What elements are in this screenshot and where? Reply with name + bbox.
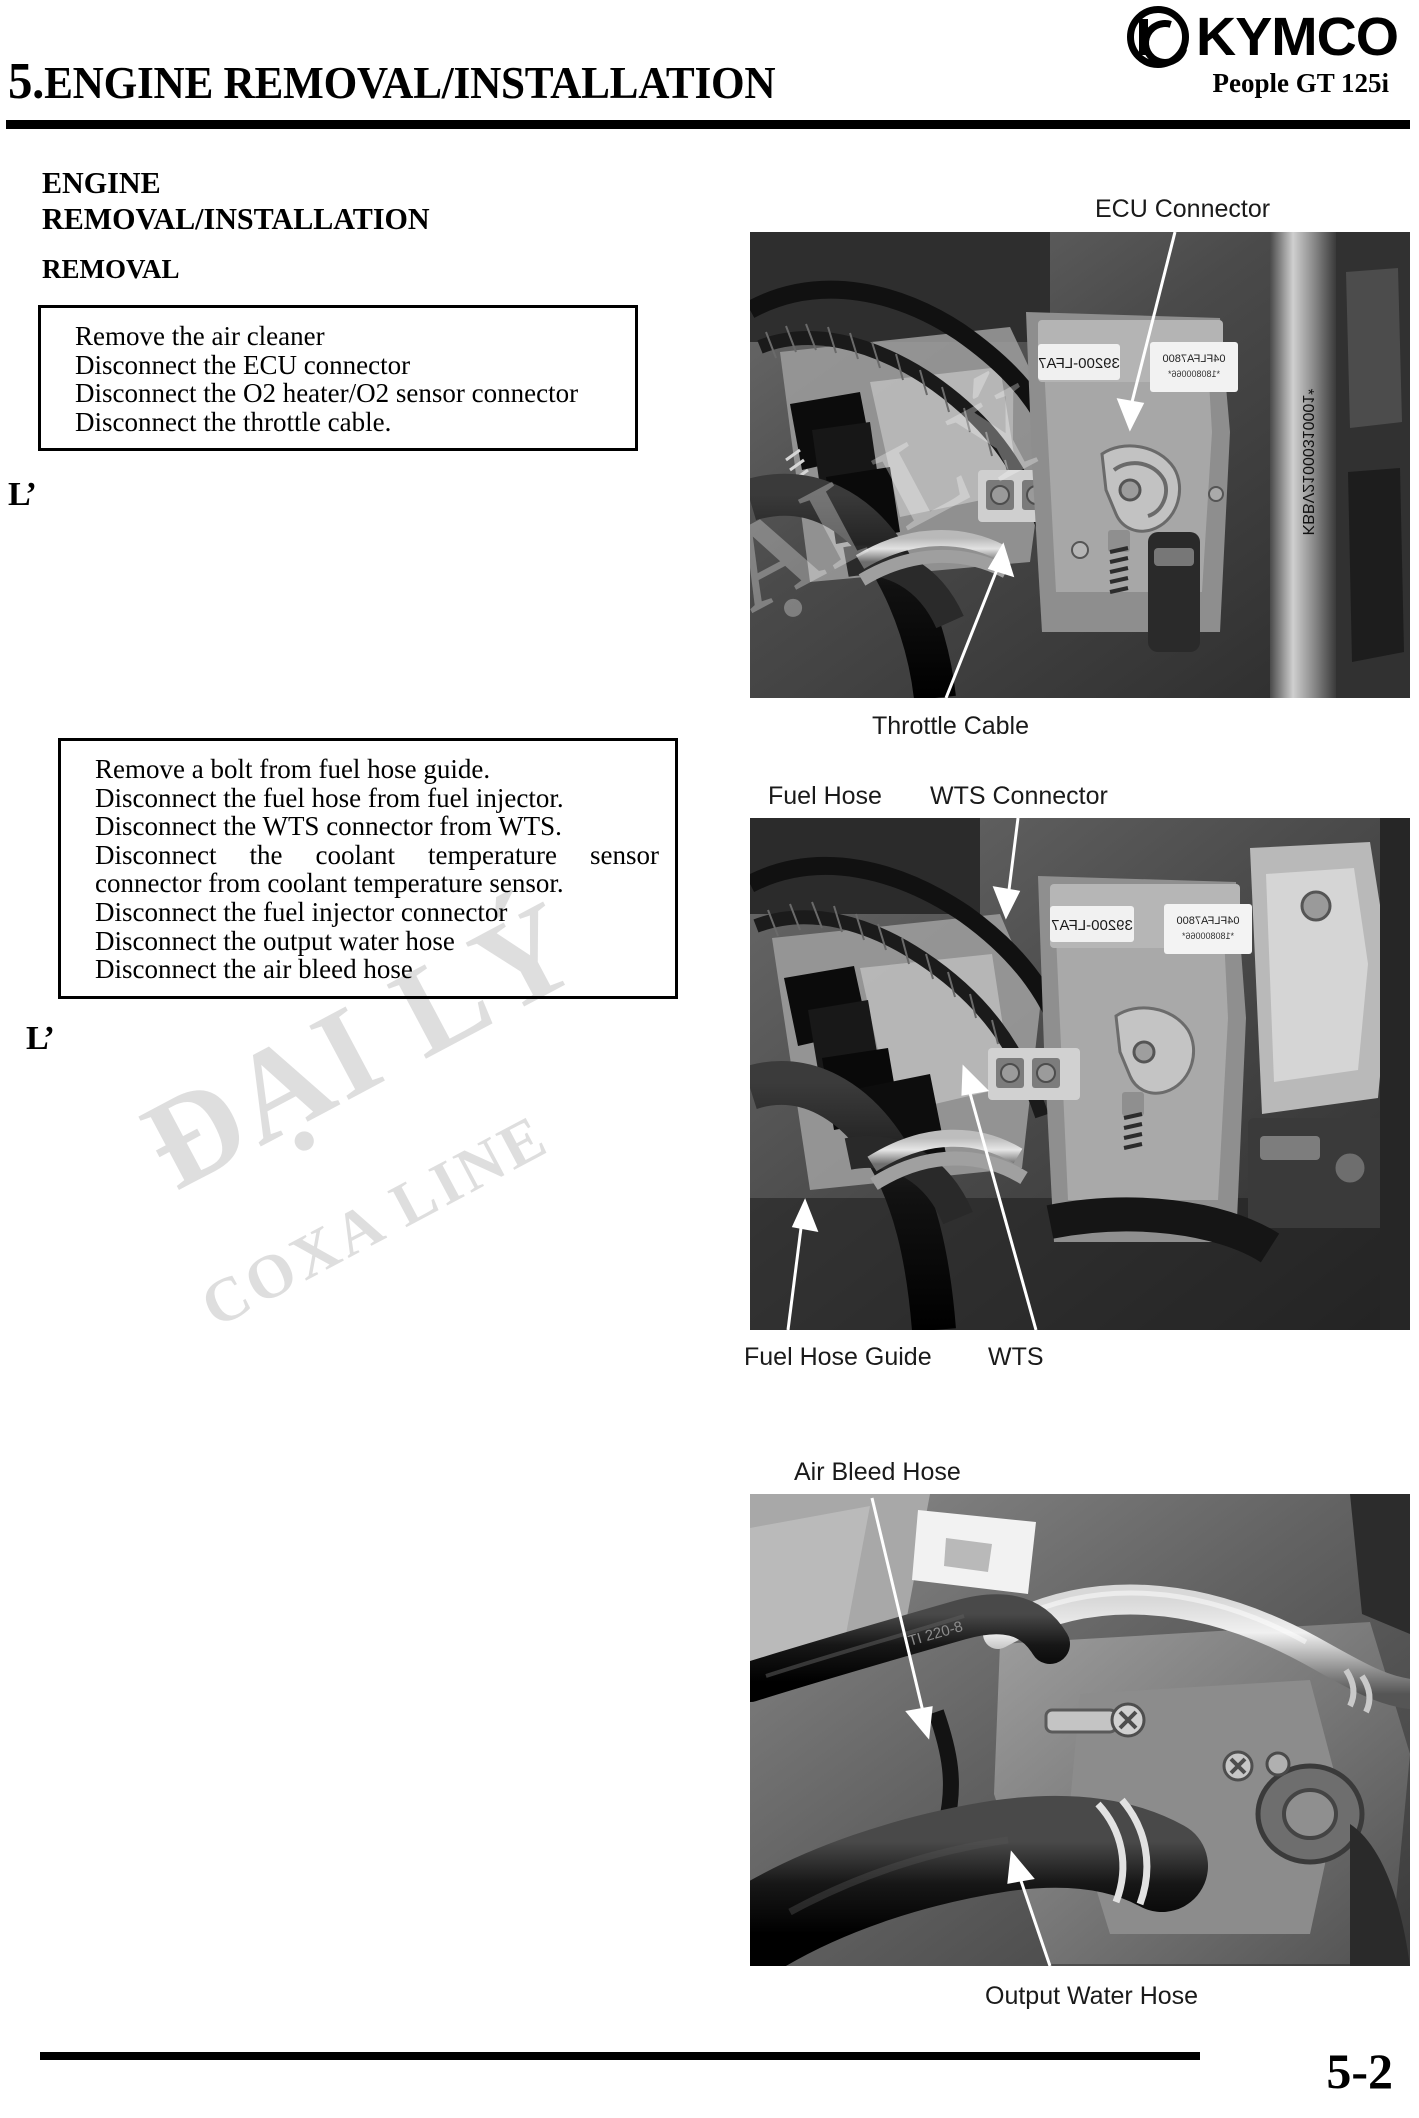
brand-name: KYMCO — [1196, 7, 1399, 67]
svg-text:*180800066*: *180800066* — [1167, 369, 1220, 379]
instruction-line: Disconnect the O2 heater/O2 sensor conne… — [75, 378, 579, 409]
page-title: 5.ENGINE REMOVAL/INSTALLATION — [8, 52, 776, 111]
chapter-title-text: ENGINE REMOVAL/INSTALLATION — [44, 57, 776, 108]
subsection-heading: REMOVAL — [42, 254, 180, 284]
figure-3-photo: TI 220-8 — [750, 1494, 1410, 1966]
kymco-logo: KYMCO — [1127, 6, 1399, 68]
chapter-number: 5. — [8, 53, 45, 110]
svg-text:04FLFA7800: 04FLFA7800 — [1163, 353, 1226, 365]
instruction-box-1: Remove the air cleaner Disconnect the EC… — [38, 305, 638, 452]
figure-1-photo: 39200-LFA7 04FLFA7800 *180800066* KBBV21… — [750, 232, 1410, 698]
section-heading-line-1: ENGINE — [42, 165, 161, 200]
footer-divider — [40, 2052, 1200, 2060]
figure-1-image: 39200-LFA7 04FLFA7800 *180800066* KBBV21… — [750, 232, 1410, 698]
svg-text:KBBV21000310001*: KBBV21000310001* — [1299, 389, 1316, 536]
page-header: KYMCO 5.ENGINE REMOVAL/INSTALLATION Peop… — [0, 0, 1419, 132]
svg-text:39200-LFA7: 39200-LFA7 — [1051, 917, 1133, 934]
caption-fuel-hose: Fuel Hose — [768, 782, 882, 810]
caption-fuel-hose-guide: Fuel Hose Guide — [744, 1343, 932, 1371]
kymco-emblem-icon — [1127, 6, 1189, 68]
caption-wts-connector: WTS Connector — [930, 782, 1108, 810]
caption-output-water-hose: Output Water Hose — [985, 1982, 1199, 2010]
page-number: 5-2 — [1326, 2043, 1393, 2099]
instruction-line: Remove a bolt from fuel hose guide. — [95, 754, 491, 784]
figure-3-image: TI 220-8 — [750, 1494, 1410, 1966]
instruction-line: Disconnect the ECU connector — [75, 349, 411, 380]
instruction-line: Remove the air cleaner — [75, 321, 325, 351]
svg-text:39200-LFA7: 39200-LFA7 — [1038, 355, 1120, 372]
figure-2-photo: 39200-LFA7 04FLFA7800 *180800066* — [750, 818, 1410, 1330]
svg-text:*180800066*: *180800066* — [1181, 931, 1234, 941]
section-heading: ENGINE REMOVAL/INSTALLATION — [42, 165, 430, 237]
instruction-box-2: Remove a bolt from fuel hose guide. Disc… — [58, 738, 678, 999]
bullet-marker-1: L’ — [8, 476, 37, 513]
instruction-line: Disconnect the air bleed hose — [95, 954, 413, 985]
instruction-line: Disconnect the coolant temperature senso… — [95, 839, 659, 899]
bullet-marker-2: L’ — [26, 1020, 55, 1057]
instruction-line: Disconnect the fuel injector connector — [95, 897, 508, 928]
figure-2-image: 39200-LFA7 04FLFA7800 *180800066* — [750, 818, 1410, 1330]
section-heading-line-2: REMOVAL/INSTALLATION — [42, 200, 430, 236]
caption-wts: WTS — [988, 1343, 1044, 1371]
instruction-line: Disconnect the WTS connector from WTS. — [95, 811, 562, 842]
model-name: People GT 125i — [1212, 68, 1389, 98]
instruction-line: Disconnect the fuel hose from fuel injec… — [95, 782, 564, 813]
instruction-line: Disconnect the throttle cable. — [75, 406, 392, 437]
svg-text:04FLFA7800: 04FLFA7800 — [1177, 915, 1240, 927]
instruction-line: Disconnect the output water hose — [95, 925, 455, 956]
caption-ecu-connector: ECU Connector — [1095, 195, 1271, 223]
watermark-text-2: COXA LINE — [190, 1101, 560, 1341]
caption-throttle-cable: Throttle Cable — [872, 712, 1030, 740]
caption-air-bleed-hose: Air Bleed Hose — [794, 1458, 961, 1486]
header-divider — [6, 120, 1410, 129]
